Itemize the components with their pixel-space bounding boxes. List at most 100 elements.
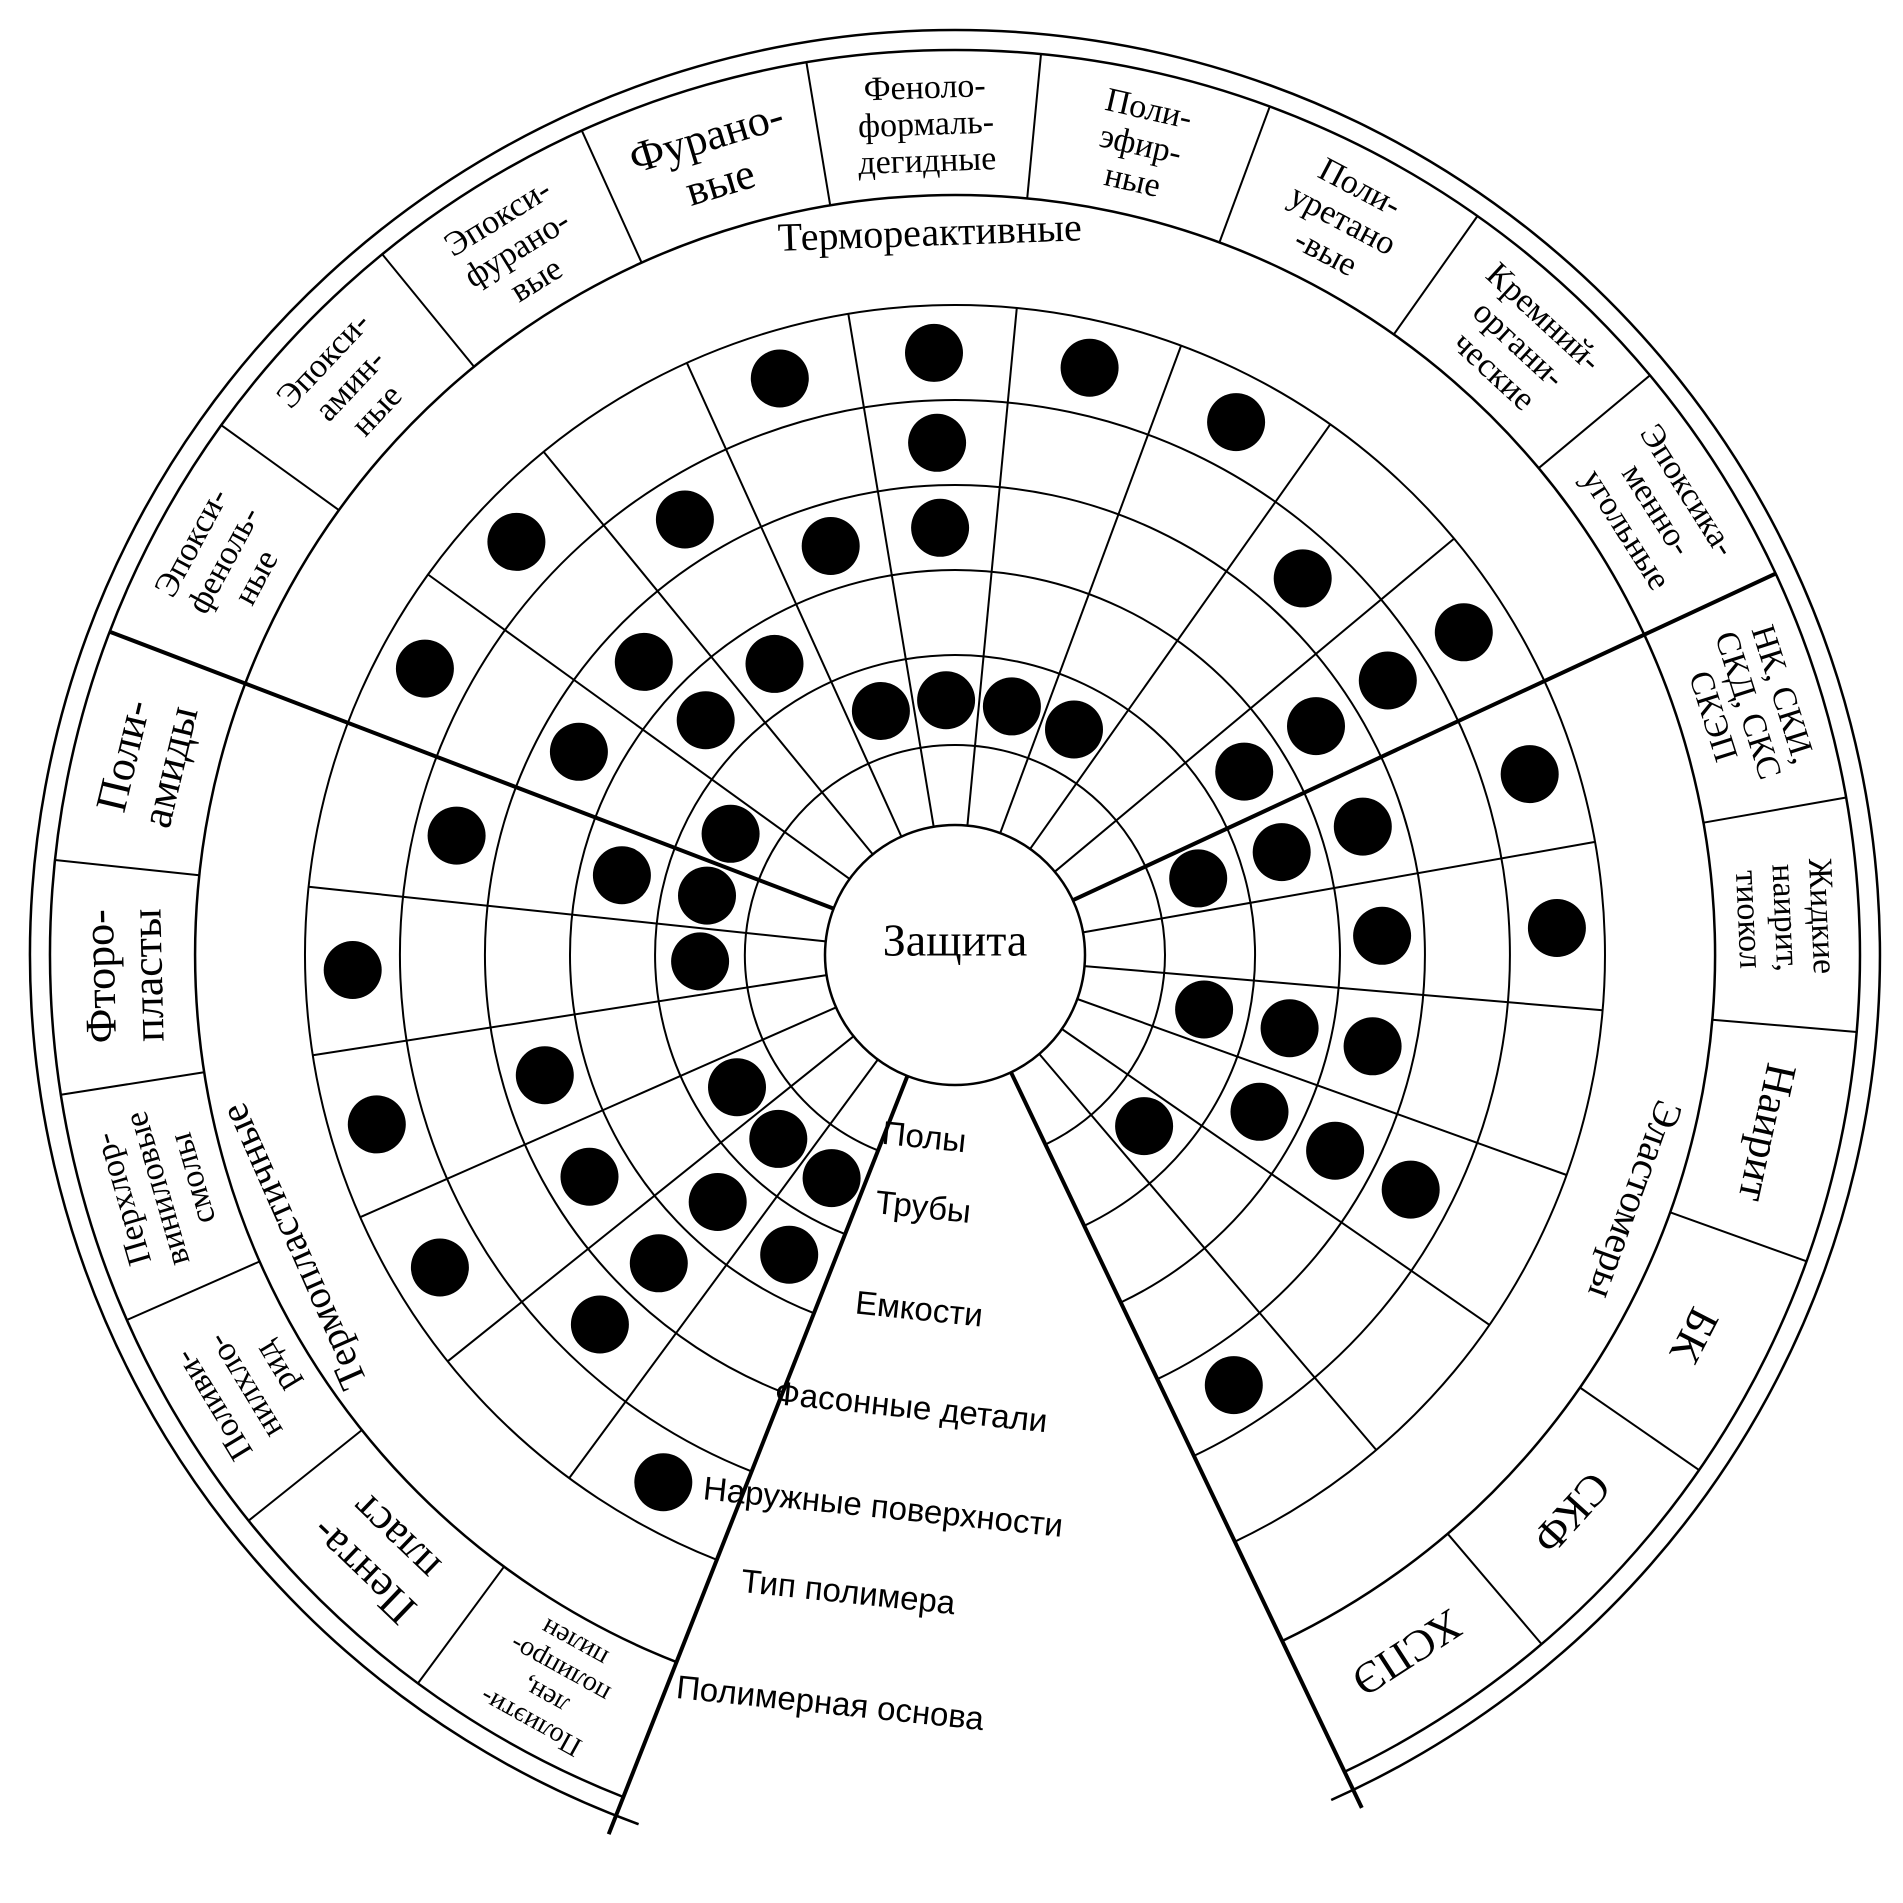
usage-mark-elastomer-nk-2	[1333, 797, 1392, 856]
usage-mark-elastomer-bk-2	[1306, 1121, 1365, 1180]
usage-mark-thermo-furan-0	[851, 682, 910, 740]
label-divider-10	[1026, 54, 1042, 199]
polymer-label-line: пласты	[121, 908, 173, 1043]
usage-mark-plastic-polyolefin-1	[760, 1225, 819, 1284]
usage-mark-plastic-pvc-2	[560, 1147, 619, 1206]
usage-mark-elastomer-liquid-4	[1527, 899, 1586, 957]
open-sector-edge-left	[606, 1075, 910, 1835]
usage-mark-thermo-furan-2	[801, 517, 860, 575]
usage-mark-thermo-polyester-0	[982, 677, 1041, 736]
usage-mark-thermo-epoxy-phenol-0	[701, 804, 760, 863]
usage-mark-plastic-fluoro-0	[671, 932, 730, 991]
label-divider-18	[126, 1260, 261, 1321]
label-divider-13	[381, 253, 475, 368]
usage-mark-plastic-fluoro-4	[323, 941, 382, 999]
sector-spoke-7	[1054, 537, 1455, 873]
usage-mark-plastic-polyolefin-4	[634, 1453, 693, 1512]
usage-mark-thermo-silicone-3	[1273, 549, 1332, 608]
polymer-label-band-outer-arc	[48, 48, 1862, 1799]
usage-mark-plastic-pentaplast-2	[629, 1234, 688, 1293]
sector-spoke-8	[1029, 423, 1332, 850]
ring-tanks-arc	[569, 569, 1341, 1315]
usage-mark-thermo-furan-4	[750, 349, 809, 408]
center-hub-circle	[823, 823, 1087, 1087]
label-divider-5	[1703, 796, 1847, 824]
usage-mark-thermo-epoxy-coal-2	[1287, 697, 1345, 756]
label-divider-3	[1669, 1211, 1807, 1263]
sector-spoke-10	[966, 307, 1018, 826]
sector-spoke-14	[427, 573, 851, 880]
polymer-label-line: Фторо-	[74, 909, 126, 1044]
label-divider-11	[805, 62, 832, 206]
label-divider-8	[1392, 215, 1479, 335]
sector-spoke-11	[847, 313, 935, 827]
label-divider-12	[580, 130, 643, 264]
polymer-label-line: дегидные	[858, 140, 997, 182]
usage-mark-thermo-epoxy-coal-4	[1434, 603, 1493, 662]
usage-mark-thermo-epoxy-coal-1	[1215, 742, 1274, 801]
usage-mark-plastic-polyamide-0	[678, 866, 736, 925]
polymer-label-line: тиокол	[1728, 869, 1769, 969]
polymer-label-thermo-phenol: Феноло-формаль-дегидные	[855, 67, 997, 182]
sector-spoke-20	[568, 1059, 879, 1479]
sector-spoke-3	[1076, 998, 1567, 1176]
sector-spoke-12	[685, 362, 903, 838]
sector-spoke-17	[312, 974, 827, 1057]
sector-spoke-16	[308, 885, 826, 943]
ring-pipes-arc	[654, 654, 1256, 1236]
label-divider-17	[60, 1071, 205, 1096]
label-divider-9	[1218, 106, 1271, 243]
polymer-label-thermo-epoxy-furan: Эпокси-фурано-вые	[438, 171, 596, 327]
polymer-label-line: Феноло-	[863, 67, 986, 108]
usage-mark-elastomer-nk-1	[1252, 823, 1311, 882]
usage-mark-elastomer-nairit-0	[1175, 980, 1234, 1039]
usage-mark-elastomer-nk-4	[1500, 745, 1559, 804]
polymer-label-plastic-fluoro: Фторо-пласты	[74, 908, 174, 1044]
usage-mark-thermo-epoxy-amine-2	[614, 632, 673, 691]
usage-mark-thermo-phenol-2	[911, 498, 970, 557]
diagram-grid-lines	[28, 28, 1882, 1835]
label-divider-2	[1579, 1386, 1700, 1471]
usage-mark-plastic-pentaplast-0	[749, 1109, 808, 1168]
usage-mark-plastic-polyolefin-0	[802, 1149, 861, 1208]
usage-mark-elastomer-bk-1	[1230, 1082, 1289, 1141]
usage-mark-plastic-pvc-0	[708, 1058, 766, 1117]
ring-floors-arc	[743, 743, 1166, 1152]
center-label: Защита	[883, 915, 1028, 966]
sector-spoke-1	[1038, 1053, 1378, 1451]
sector-spoke-9	[999, 345, 1183, 834]
polymer-label-line: наирит,	[1764, 863, 1806, 972]
label-divider-19	[247, 1429, 363, 1522]
usage-mark-elastomer-liquid-2	[1353, 906, 1412, 965]
usage-mark-plastic-polyamide-1	[592, 846, 651, 905]
group-label-thermoreactive: Термореактивные	[777, 204, 1082, 260]
usage-mark-elastomer-nairit-1	[1260, 999, 1319, 1058]
ring-outer-surfaces-arc	[398, 399, 1511, 1473]
usage-mark-elastomer-bk-3	[1381, 1160, 1440, 1219]
usage-marks	[323, 323, 1586, 1512]
usage-mark-thermo-epoxy-phenol-4	[395, 639, 454, 698]
label-divider-4	[1712, 1018, 1857, 1033]
usage-mark-plastic-polyamide-3	[427, 806, 486, 865]
usage-mark-thermo-epoxy-amine-1	[676, 691, 735, 750]
usage-mark-thermo-phenol-3	[908, 413, 967, 472]
sector-spoke-2	[1061, 1028, 1491, 1326]
usage-mark-elastomer-nk-0	[1169, 849, 1228, 908]
polymer-label-line: формаль-	[857, 104, 994, 146]
label-divider-7	[1537, 374, 1651, 469]
polymer-label-elastomer-liquid: Жидкиенаирит,тиокол	[1728, 857, 1844, 978]
ring-label-floors: Полы	[880, 1114, 968, 1160]
label-divider-1	[1446, 1533, 1543, 1645]
usage-mark-thermo-epoxy-coal-3	[1358, 651, 1417, 710]
polymer-label-band-inner-arc	[193, 193, 1717, 1664]
usage-mark-thermo-polyester-4	[1060, 338, 1119, 397]
usage-mark-thermo-polyurethane-4	[1207, 393, 1266, 452]
ring-outer-edge-arc	[304, 304, 1606, 1561]
usage-mark-thermo-epoxy-furan-3	[655, 490, 714, 549]
ring-shaped-parts-arc	[483, 484, 1426, 1394]
polymer-label-line: Жидкие	[1801, 857, 1843, 974]
group-separator-1	[108, 629, 835, 911]
sector-spoke-18	[359, 1006, 837, 1219]
open-sector-edge-right	[1009, 1071, 1364, 1809]
usage-mark-thermo-epoxy-amine-4	[487, 512, 546, 571]
